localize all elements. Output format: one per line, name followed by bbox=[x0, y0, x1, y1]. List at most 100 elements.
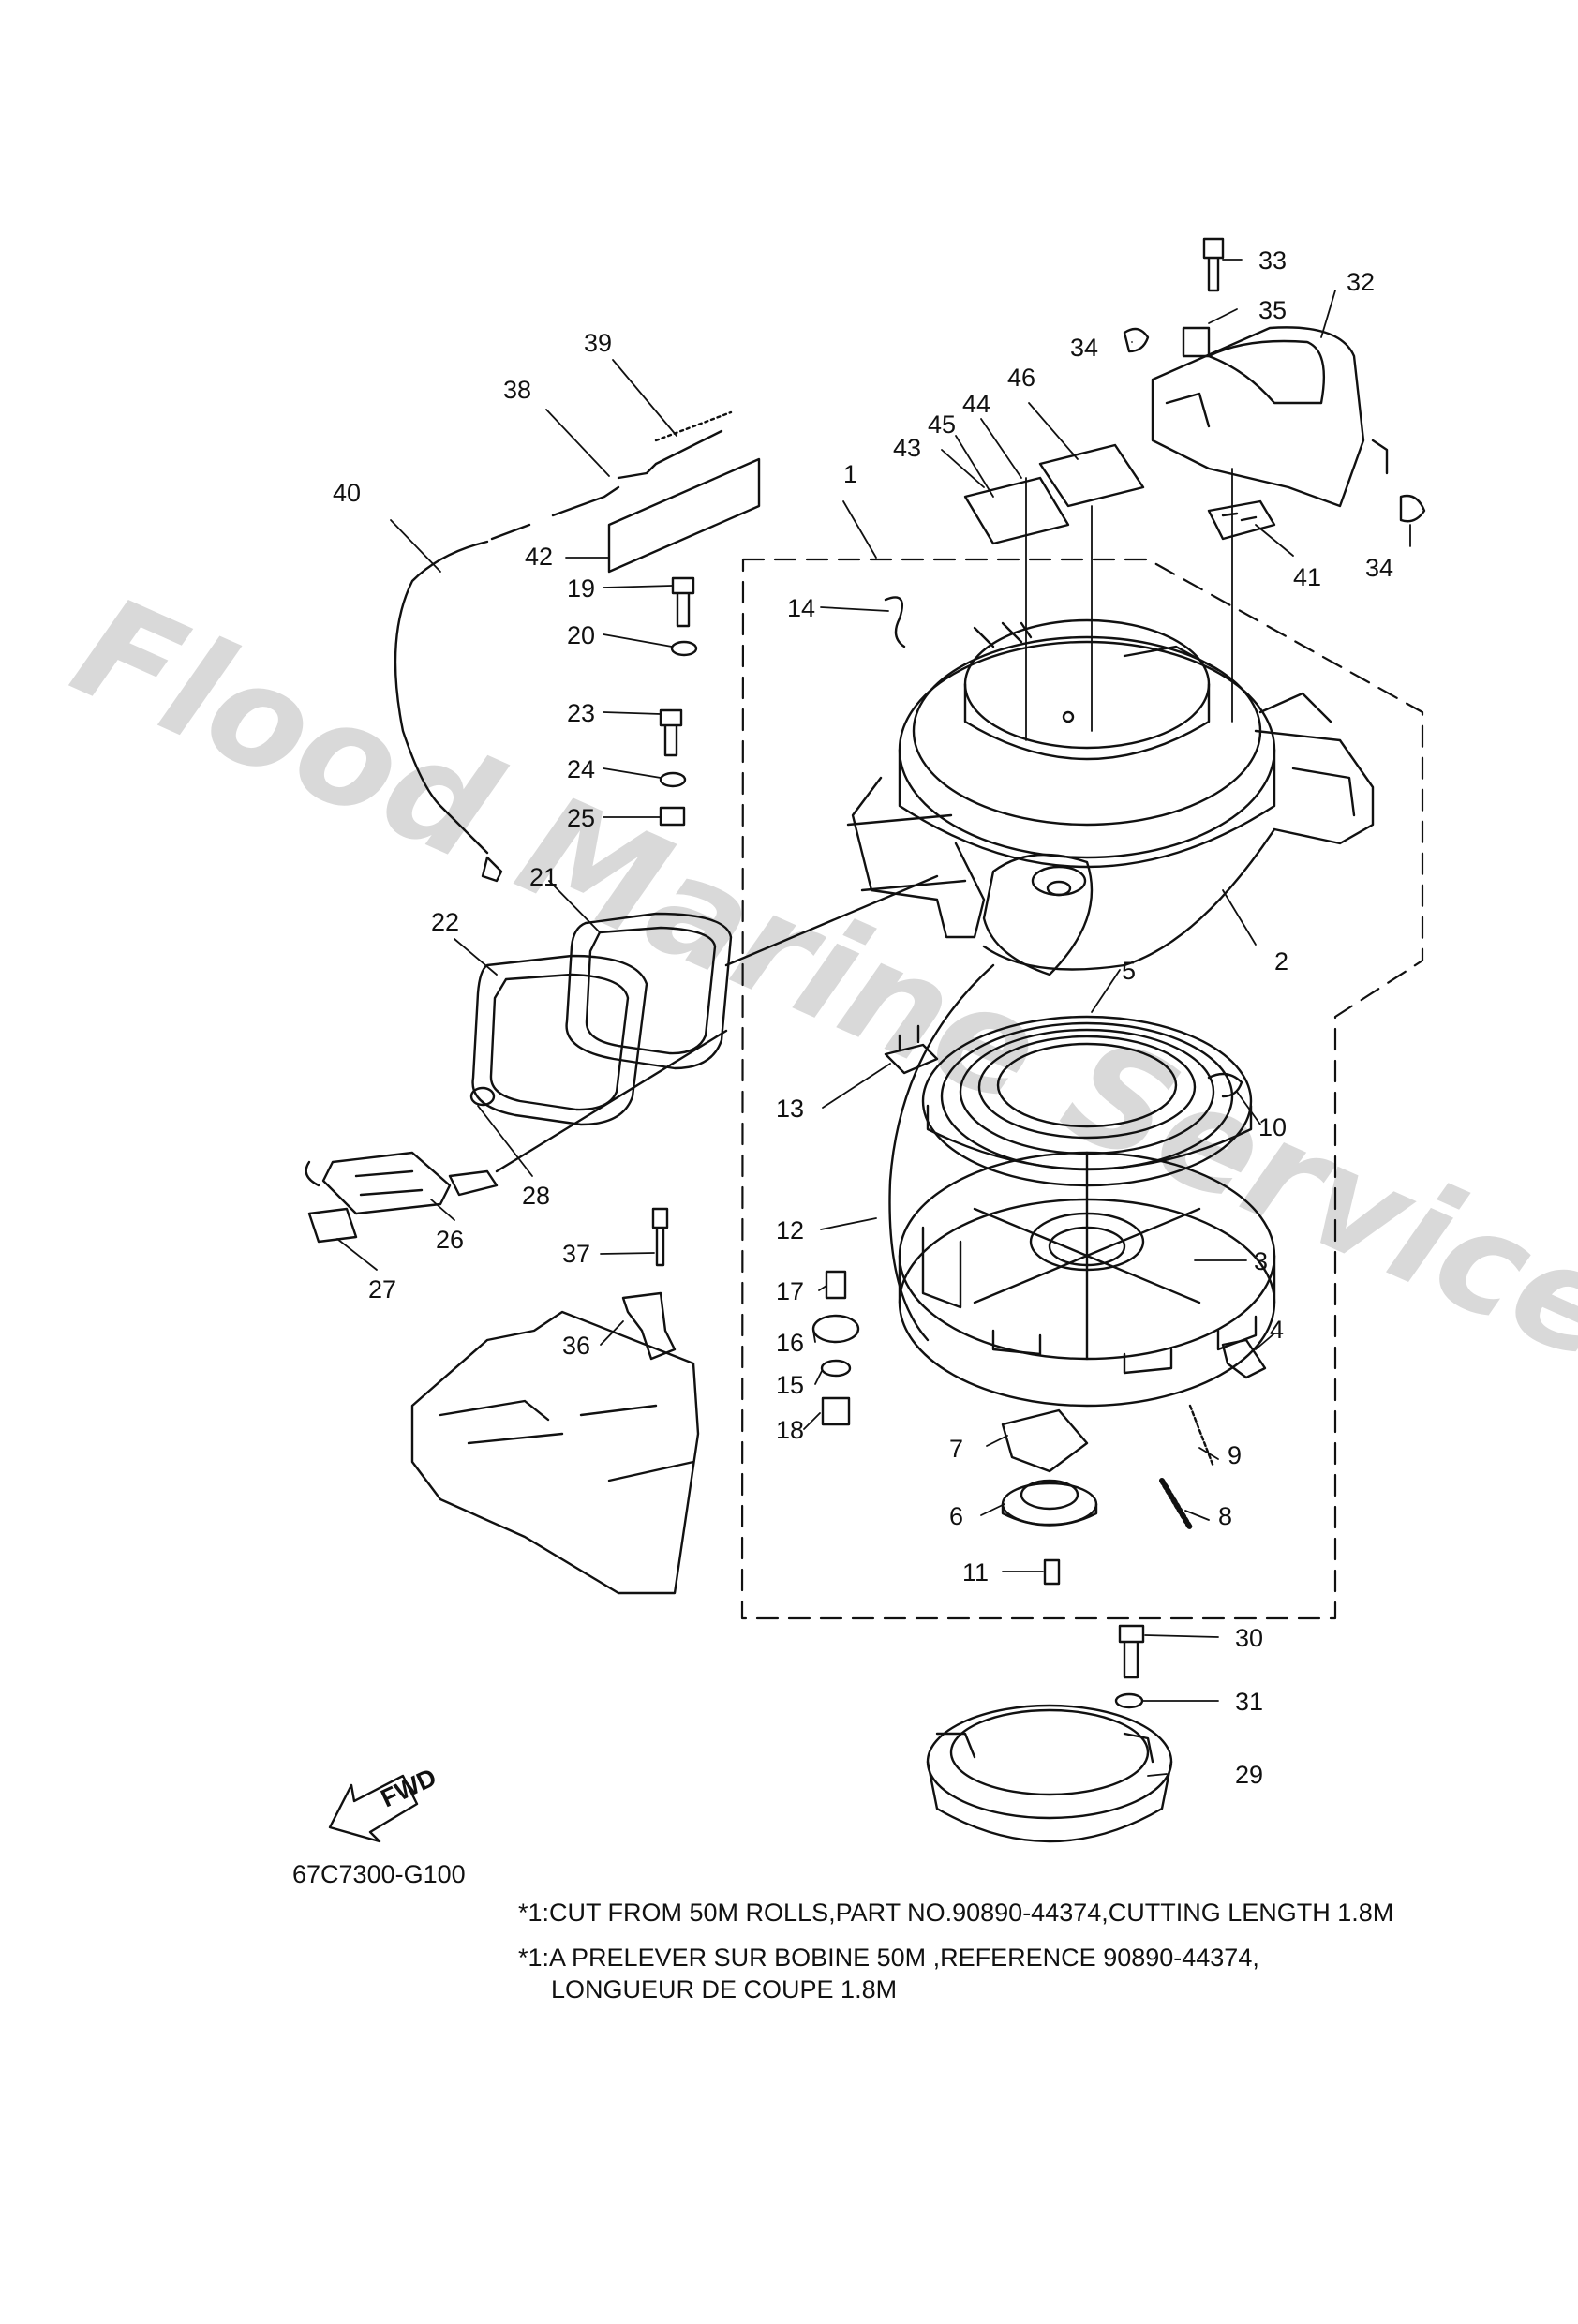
plate-41 bbox=[1207, 499, 1276, 541]
callout-16: 16 bbox=[776, 1329, 804, 1357]
callout-numbers: 1 2 3 4 5 6 7 8 9 10 11 12 13 14 15 16 1… bbox=[333, 246, 1393, 1789]
callout-46: 46 bbox=[1007, 364, 1035, 392]
collar-17 bbox=[825, 1270, 847, 1300]
callout-12: 12 bbox=[776, 1216, 804, 1244]
callout-41: 41 bbox=[1293, 563, 1321, 591]
bolt-19 bbox=[671, 576, 695, 628]
callout-34b: 34 bbox=[1365, 554, 1393, 582]
grommet-34a bbox=[1123, 327, 1150, 353]
spring-8 bbox=[1159, 1478, 1193, 1530]
note-french-cont: LONGUEUR DE COUPE 1.8M bbox=[551, 1975, 898, 2004]
starter-handle bbox=[305, 1086, 499, 1244]
pin-9 bbox=[1188, 1404, 1215, 1468]
grommet-16 bbox=[811, 1314, 860, 1344]
circlip-10 bbox=[1207, 1072, 1243, 1098]
cable-end bbox=[490, 485, 620, 541]
bolt-30 bbox=[1118, 1624, 1145, 1679]
assembly-boundary bbox=[740, 558, 1424, 1620]
sheave-drum bbox=[898, 1151, 1276, 1408]
callout-21: 21 bbox=[529, 863, 558, 891]
grommet-35 bbox=[1182, 326, 1211, 358]
callout-5: 5 bbox=[1122, 957, 1136, 985]
washer-15 bbox=[820, 1359, 852, 1378]
washer-31 bbox=[1114, 1692, 1144, 1709]
watermark: Flood Marine Services bbox=[52, 566, 1578, 1427]
throttle-cable bbox=[394, 540, 489, 855]
spring-39 bbox=[654, 410, 733, 442]
note-english: *1:CUT FROM 50M ROLLS,PART NO.90890-4437… bbox=[518, 1899, 1394, 1927]
callout-26: 26 bbox=[436, 1226, 464, 1254]
rope-line bbox=[495, 1029, 728, 1173]
callout-3: 3 bbox=[1254, 1247, 1268, 1275]
sticker-43-45 bbox=[963, 476, 1070, 545]
callout-32: 32 bbox=[1347, 268, 1375, 296]
callout-1: 1 bbox=[843, 460, 857, 488]
callout-6: 6 bbox=[949, 1502, 963, 1530]
clip-14 bbox=[884, 596, 906, 648]
drawing-reference: 67C7300-G100 bbox=[292, 1860, 466, 1888]
rope-line-2 bbox=[724, 874, 939, 967]
callout-11: 11 bbox=[962, 1558, 989, 1587]
drive-plate-6 bbox=[1001, 1479, 1098, 1527]
leader-lines bbox=[336, 259, 1411, 1777]
plate-7 bbox=[1001, 1408, 1089, 1473]
cover-32 bbox=[1151, 326, 1389, 508]
bracket-36 bbox=[621, 1291, 677, 1361]
callout-24: 24 bbox=[567, 755, 595, 783]
callout-25: 25 bbox=[567, 804, 595, 832]
callout-31: 31 bbox=[1235, 1688, 1263, 1716]
callout-43: 43 bbox=[893, 434, 921, 462]
starter-case bbox=[846, 618, 1375, 976]
callout-45: 45 bbox=[928, 410, 956, 439]
callout-28: 28 bbox=[522, 1182, 550, 1210]
callout-22: 22 bbox=[431, 908, 459, 936]
washer-20 bbox=[670, 640, 698, 657]
pawl-4 bbox=[1221, 1338, 1267, 1379]
callout-38: 38 bbox=[503, 376, 531, 404]
callout-39: 39 bbox=[584, 329, 612, 357]
guard-ring bbox=[926, 1704, 1173, 1843]
sticker-44-46 bbox=[1038, 443, 1145, 508]
callout-18: 18 bbox=[776, 1416, 804, 1444]
washer-24 bbox=[659, 771, 687, 788]
grommet-34b bbox=[1399, 494, 1426, 523]
callout-19: 19 bbox=[567, 574, 595, 603]
callout-44: 44 bbox=[962, 390, 990, 418]
callout-40: 40 bbox=[333, 479, 361, 507]
callout-14: 14 bbox=[787, 594, 815, 622]
callout-23: 23 bbox=[567, 699, 595, 727]
callout-33: 33 bbox=[1258, 246, 1287, 275]
label-42 bbox=[607, 457, 761, 574]
callout-10: 10 bbox=[1258, 1113, 1287, 1141]
collar-25 bbox=[659, 806, 686, 827]
plate-13 bbox=[884, 1024, 939, 1075]
callout-2: 2 bbox=[1274, 947, 1288, 976]
screw-37 bbox=[651, 1207, 669, 1267]
callout-20: 20 bbox=[567, 621, 595, 649]
callout-13: 13 bbox=[776, 1095, 804, 1123]
callout-27: 27 bbox=[368, 1275, 396, 1304]
callout-15: 15 bbox=[776, 1371, 804, 1399]
callout-9: 9 bbox=[1228, 1441, 1242, 1469]
bolt-33 bbox=[1202, 237, 1225, 292]
bolt-18 bbox=[821, 1396, 851, 1426]
callout-4: 4 bbox=[1270, 1316, 1284, 1344]
recoil-spring bbox=[921, 1015, 1253, 1187]
callout-34a: 34 bbox=[1070, 334, 1098, 362]
callout-36: 36 bbox=[562, 1332, 590, 1360]
bolt-23 bbox=[659, 708, 683, 757]
callout-37: 37 bbox=[562, 1240, 590, 1268]
cable-clip bbox=[481, 856, 503, 883]
starter-rope bbox=[888, 963, 995, 1342]
bolt-11 bbox=[1043, 1558, 1061, 1586]
callout-30: 30 bbox=[1235, 1624, 1263, 1652]
callout-17: 17 bbox=[776, 1277, 804, 1305]
note-french: *1:A PRELEVER SUR BOBINE 50M ,REFERENCE … bbox=[518, 1944, 1259, 1972]
cable-rod bbox=[617, 429, 723, 480]
callout-8: 8 bbox=[1218, 1502, 1232, 1530]
fwd-label: FWD bbox=[377, 1763, 440, 1812]
engine-sketch bbox=[410, 1310, 700, 1595]
fwd-arrow-icon bbox=[328, 1774, 419, 1843]
callout-29: 29 bbox=[1235, 1761, 1263, 1789]
